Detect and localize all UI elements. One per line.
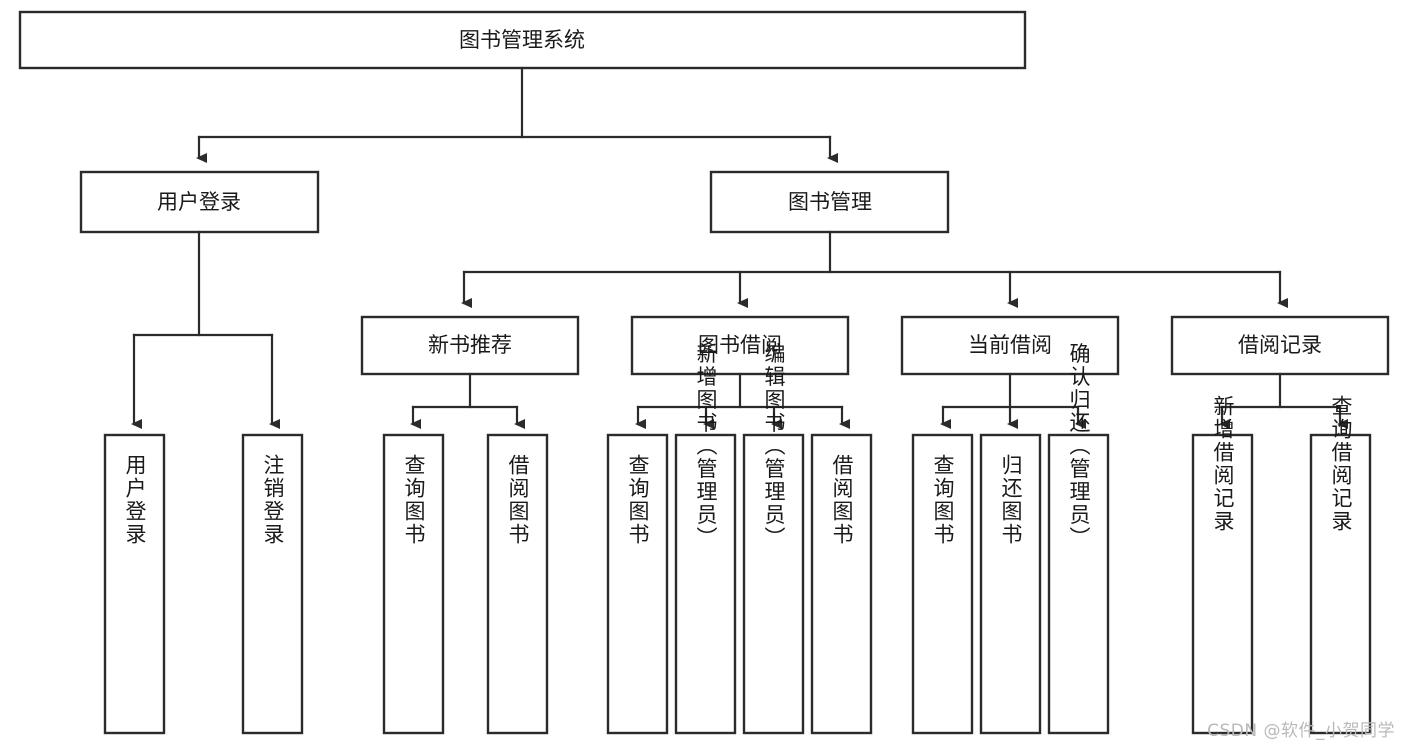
node-borrow-record-box — [1170, 315, 1390, 376]
node-root[interactable]: 图书管理系统 — [18, 10, 1027, 70]
node-book-borrow-box — [630, 315, 850, 376]
node-borrow-record-label: 借阅记录 — [1238, 333, 1322, 357]
leaf-book-borrow-3-label: 编辑图书（管理员） — [762, 343, 786, 550]
csdn-watermark: CSDN @软件_小贺同学 — [1207, 721, 1395, 741]
leaf-current-borrow-2[interactable]: 归还图书 — [979, 433, 1042, 735]
node-new-book-recommend-box — [360, 315, 580, 376]
node-book-manage-box — [709, 170, 950, 234]
leaf-book-borrow-4-label: 借阅图书 — [830, 454, 854, 546]
leaf-borrow-record-2-label: 查询借阅记录 — [1329, 395, 1353, 533]
leaf-book-borrow-2-box — [674, 433, 737, 735]
node-root-label: 图书管理系统 — [459, 28, 585, 52]
leaf-user-login-2[interactable]: 注销登录 — [241, 433, 304, 735]
leaf-current-borrow-3-box — [1047, 433, 1110, 735]
leaf-borrow-record-1-label: 新增借阅记录 — [1211, 395, 1235, 533]
node-book-manage[interactable]: 图书管理 — [709, 170, 950, 234]
node-user-login[interactable]: 用户登录 — [79, 170, 320, 234]
node-current-borrow-label: 当前借阅 — [968, 333, 1052, 357]
leaf-book-borrow-4[interactable]: 借阅图书 — [810, 433, 873, 735]
leaf-user-login-1-box — [103, 433, 166, 735]
leaf-book-borrow-1-label: 查询图书 — [626, 454, 650, 546]
leaf-borrow-record-2[interactable]: 查询借阅记录 — [1309, 395, 1372, 735]
leaf-user-login-2-label: 注销登录 — [261, 454, 285, 546]
leaf-current-borrow-2-box — [979, 433, 1042, 735]
leaf-new-book-2-label: 借阅图书 — [506, 454, 530, 546]
leaf-book-borrow-4-box — [810, 433, 873, 735]
leaf-borrow-record-1-box — [1191, 433, 1254, 735]
node-root-box — [18, 10, 1027, 70]
leaf-book-borrow-2[interactable]: 新增图书（管理员） — [674, 343, 737, 735]
leaf-new-book-2[interactable]: 借阅图书 — [486, 433, 549, 735]
leaf-new-book-1[interactable]: 查询图书 — [382, 433, 445, 735]
leaf-new-book-2-box — [486, 433, 549, 735]
leaf-current-borrow-3-label: 确认归还（管理员） — [1067, 343, 1091, 550]
node-book-borrow[interactable]: 图书借阅 — [630, 315, 850, 376]
node-user-login-label: 用户登录 — [157, 190, 241, 214]
leaf-current-borrow-1[interactable]: 查询图书 — [911, 433, 974, 735]
node-new-book-recommend-label: 新书推荐 — [428, 333, 512, 357]
node-current-borrow-box — [900, 315, 1120, 376]
node-book-manage-label: 图书管理 — [788, 190, 872, 214]
node-current-borrow[interactable]: 当前借阅 — [900, 315, 1120, 376]
node-new-book-recommend[interactable]: 新书推荐 — [360, 315, 580, 376]
node-borrow-record[interactable]: 借阅记录 — [1170, 315, 1390, 376]
leaf-new-book-1-label: 查询图书 — [402, 454, 426, 546]
leaf-current-borrow-1-label: 查询图书 — [931, 454, 955, 546]
node-book-borrow-label: 图书借阅 — [698, 333, 782, 357]
leaf-borrow-record-2-box — [1309, 433, 1372, 735]
leaf-user-login-1[interactable]: 用户登录 — [103, 433, 166, 735]
leaf-current-borrow-2-label: 归还图书 — [999, 454, 1023, 546]
leaf-borrow-record-1[interactable]: 新增借阅记录 — [1191, 395, 1254, 735]
leaf-book-borrow-1[interactable]: 查询图书 — [606, 433, 669, 735]
leaf-current-borrow-1-box — [911, 433, 974, 735]
leaf-current-borrow-3[interactable]: 确认归还（管理员） — [1047, 343, 1110, 735]
leaf-book-borrow-3-box — [742, 433, 805, 735]
leaf-user-login-2-box — [241, 433, 304, 735]
leaf-book-borrow-1-box — [606, 433, 669, 735]
leaf-new-book-1-box — [382, 433, 445, 735]
leaf-user-login-1-label: 用户登录 — [123, 454, 147, 546]
leaf-book-borrow-3[interactable]: 编辑图书（管理员） — [742, 343, 805, 735]
leaf-book-borrow-2-label: 新增图书（管理员） — [694, 343, 718, 550]
